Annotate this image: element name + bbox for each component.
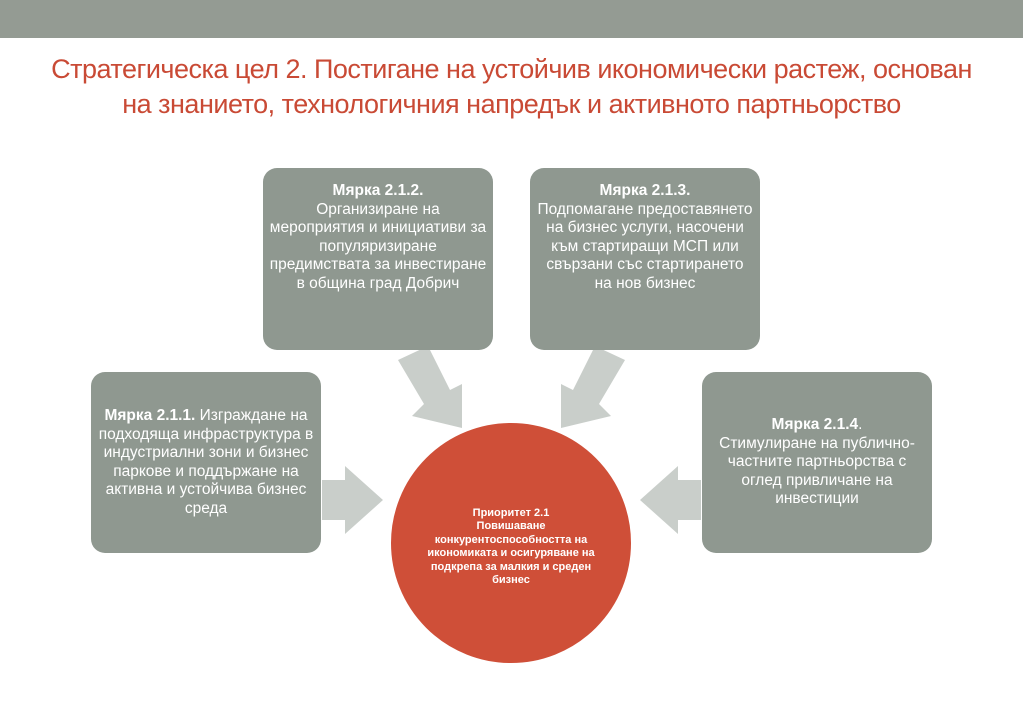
measure-heading: Мярка 2.1.2. [332,182,424,199]
measure-heading: Мярка 2.1.3. [599,182,691,199]
page-title: Стратегическа цел 2. Постигане на устойч… [51,54,972,119]
measure-text: Стимулиране на публично-частните партньо… [719,434,915,508]
priority-label: Приоритет 2.1 [472,506,550,519]
measure-box-2-1-3: Мярка 2.1.3. Подпомагане предоставянето … [530,168,760,350]
arrow-right [640,466,701,534]
arrow-left [322,466,383,534]
arrow-top-right [561,346,625,428]
measure-text: Изграждане на подходяща инфраструктура в… [98,407,314,517]
measure-box-2-1-4: Мярка 2.1.4. Стимулиране на публично-час… [702,372,932,553]
measure-text: Подпомагане предоставянето на бизнес усл… [537,200,753,292]
measure-heading-suffix: . [858,416,863,434]
priority-circle: Приоритет 2.1 Повишаване конкурентоспосо… [389,421,633,665]
measure-box-2-1-2: Мярка 2.1.2. Организиране на мероприятия… [263,168,493,350]
top-bar [0,0,1023,38]
measure-heading: Мярка 2.1.4 [771,416,859,434]
priority-text: Повишаване конкурентоспособността на ико… [427,520,595,586]
measure-box-2-1-1: Мярка 2.1.1. Изграждане на подходяща инф… [91,372,321,553]
arrow-top-left [398,346,462,428]
measure-text: Организиране на мероприятия и инициативи… [269,200,487,292]
measure-heading: Мярка 2.1.1. [104,407,196,424]
